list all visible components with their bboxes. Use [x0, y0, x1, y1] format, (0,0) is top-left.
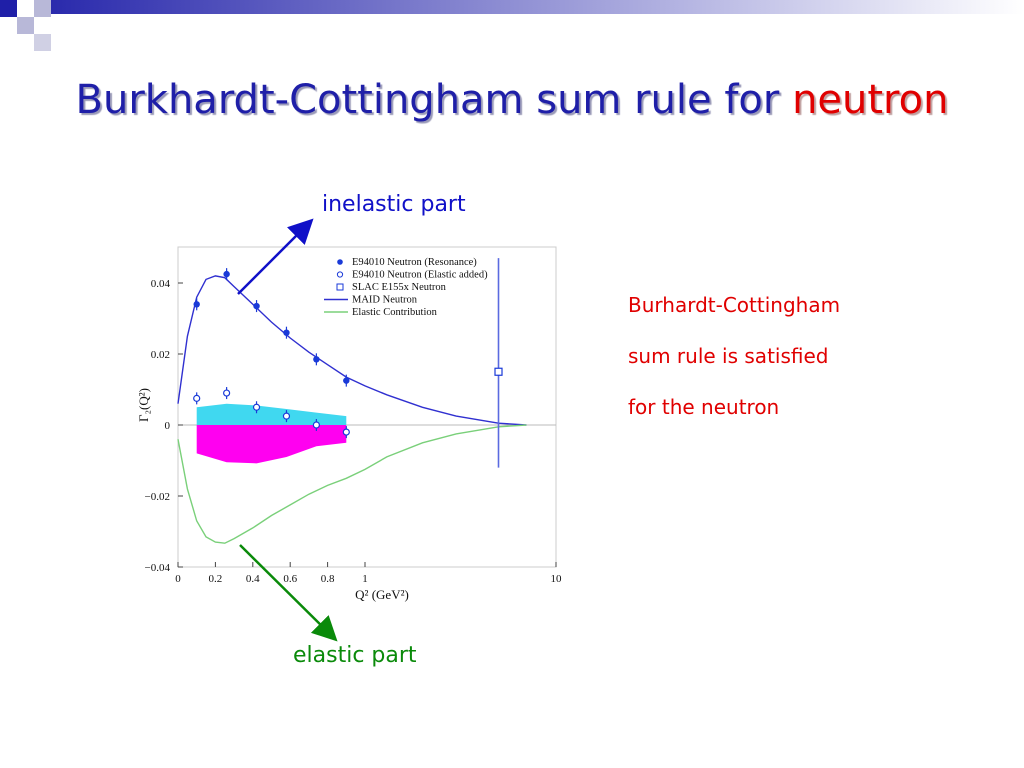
- marker-s2-p2: [223, 389, 231, 397]
- gamma2-chart: 0.04 0.02 0 −0.02 −0.04 0 0.2 0.4 0.6 0.8 1 10 Q² (G…: [136, 246, 563, 602]
- series-line-1: [177, 275, 527, 426]
- marker-s1-p5: [313, 356, 320, 363]
- x-tick-label-2: 0.4: [246, 573, 260, 585]
- marker-s2-p3: [252, 403, 261, 411]
- legend-item-3-label: SLAC E155x Neutron: [352, 282, 447, 293]
- marker-s1-p1: [193, 301, 200, 308]
- legend-item-2-label: E94010 Neutron (Elastic added): [352, 270, 488, 281]
- band-magenta: [196, 425, 347, 464]
- corner-decoration: [0, 0, 1024, 51]
- y-axis-label: Γ₂(Q²): [136, 388, 151, 422]
- legend-item-5-label: Elastic Contribution: [352, 307, 438, 318]
- marker-s1-p3: [253, 302, 260, 310]
- x-tick-label-6: 10: [551, 573, 563, 585]
- marker-s2-p4: [282, 412, 291, 420]
- slide-title: Burkhardt-Cottingham sum rule for neutro…: [0, 70, 1024, 130]
- marker-s1-p2: [223, 270, 230, 278]
- side-note-line-1: Burhardt-Cottingham: [628, 293, 841, 317]
- marker-s2-p6: [342, 428, 350, 436]
- title-main: Burkhardt-Cottingham sum rule for: [75, 77, 780, 123]
- y-tick-label-2: 0: [165, 420, 171, 432]
- plot-frame: [177, 246, 557, 568]
- x-tick-label-1: 0.2: [209, 573, 223, 585]
- x-tick-label-3: 0.6: [283, 573, 297, 585]
- band-cyan: [196, 403, 347, 425]
- x-tick-label-5: 1: [362, 573, 368, 585]
- side-note: Burhardt-Cottingham sum rule is satisfie…: [628, 280, 1008, 433]
- legend-item-4-label: MAID Neutron: [352, 295, 418, 306]
- y-tick-label-4: −0.04: [145, 562, 171, 574]
- legend-item-2-symbol: [336, 271, 344, 278]
- side-note-line-2: sum rule is satisfied: [628, 344, 829, 368]
- annotation-inelastic: inelastic part: [322, 192, 466, 217]
- marker-s1-p4: [283, 329, 290, 336]
- x-tick-label-4: 0.8: [321, 573, 335, 585]
- x-axis-label: Q² (GeV²): [355, 587, 409, 602]
- side-note-line-3: for the neutron: [628, 395, 780, 419]
- y-tick-label-3: −0.02: [145, 491, 170, 503]
- legend-item-3-symbol: [336, 283, 344, 291]
- x-tick-label-0: 0: [175, 573, 181, 585]
- series-line-2: [177, 424, 527, 544]
- legend-item-1-symbol: [337, 259, 343, 265]
- title-accent: neutron: [792, 77, 949, 123]
- marker-s2-p5: [312, 421, 320, 429]
- y-tick-label-1: 0.02: [151, 349, 170, 361]
- y-tick-label-0: 0.04: [151, 278, 171, 290]
- marker-s1-p6: [343, 377, 350, 384]
- marker-s2-p1: [193, 394, 201, 402]
- marker-s3-p1: [494, 367, 503, 376]
- legend-item-1-label: E94010 Neutron (Resonance): [352, 257, 477, 268]
- annotation-elastic: elastic part: [293, 643, 417, 668]
